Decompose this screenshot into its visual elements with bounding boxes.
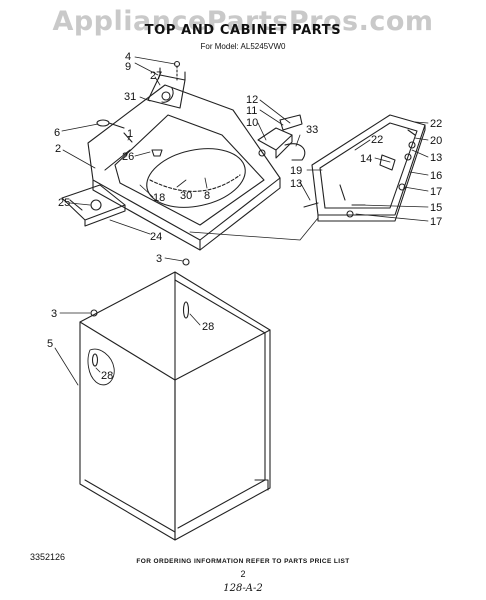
part-label: 13: [430, 152, 442, 164]
lid-switch-bracket: [147, 60, 186, 109]
part-label: 28: [101, 370, 113, 382]
part-label: 17: [430, 186, 442, 198]
part-label: 14: [360, 153, 372, 165]
part-label: 18: [153, 192, 165, 204]
handwritten-note: 128-A-2: [223, 583, 263, 594]
part-label: 1: [127, 128, 133, 140]
part-label: 8: [204, 190, 210, 202]
ordering-note: FOR ORDERING INFORMATION REFER TO PARTS …: [136, 558, 350, 565]
part-labels: 4 9 27 31 6 1 2 26 30 8 18 25 24 12 11 1…: [47, 51, 442, 382]
page-title: TOP AND CABINET PARTS: [144, 23, 342, 38]
part-label: 11: [246, 105, 257, 117]
part-label: 12: [246, 94, 258, 106]
part-label: 3: [51, 308, 57, 320]
part-label: 19: [290, 165, 302, 177]
part-label: 25: [58, 197, 70, 209]
lid: [303, 114, 426, 222]
watermark: AppliancePartsPros.com: [52, 6, 434, 37]
part-label: 13: [290, 178, 302, 190]
part-label: 20: [430, 135, 442, 147]
page-number: 2: [240, 569, 246, 579]
part-label: 31: [124, 91, 136, 103]
part-label: 5: [47, 338, 53, 350]
cabinet-top: [87, 84, 281, 251]
part-label: 9: [125, 61, 131, 73]
part-label: 28: [202, 321, 214, 333]
leader-lines: [54, 56, 429, 386]
hinge-parts: [96, 119, 163, 157]
front-panel-bracket: [61, 184, 126, 227]
part-label: 33: [306, 124, 318, 136]
cabinet-body: [79, 258, 271, 541]
part-label: 6: [54, 127, 60, 139]
part-label: 17: [430, 216, 442, 228]
document-number: 3352126: [30, 552, 66, 562]
part-label: 15: [430, 202, 442, 214]
part-label: 30: [180, 190, 192, 202]
part-label: 22: [371, 134, 383, 146]
part-label: 24: [150, 231, 162, 243]
part-label: 27: [150, 70, 162, 82]
lid-switch: [257, 114, 306, 161]
part-label: 4: [125, 51, 131, 63]
part-label: 16: [430, 170, 442, 182]
part-label: 22: [430, 118, 442, 130]
part-label: 3: [156, 253, 162, 265]
part-label: 2: [55, 143, 61, 155]
part-label: 26: [122, 151, 134, 163]
part-label: 10: [246, 117, 258, 129]
model-line: For Model: AL5245VW0: [200, 42, 286, 51]
